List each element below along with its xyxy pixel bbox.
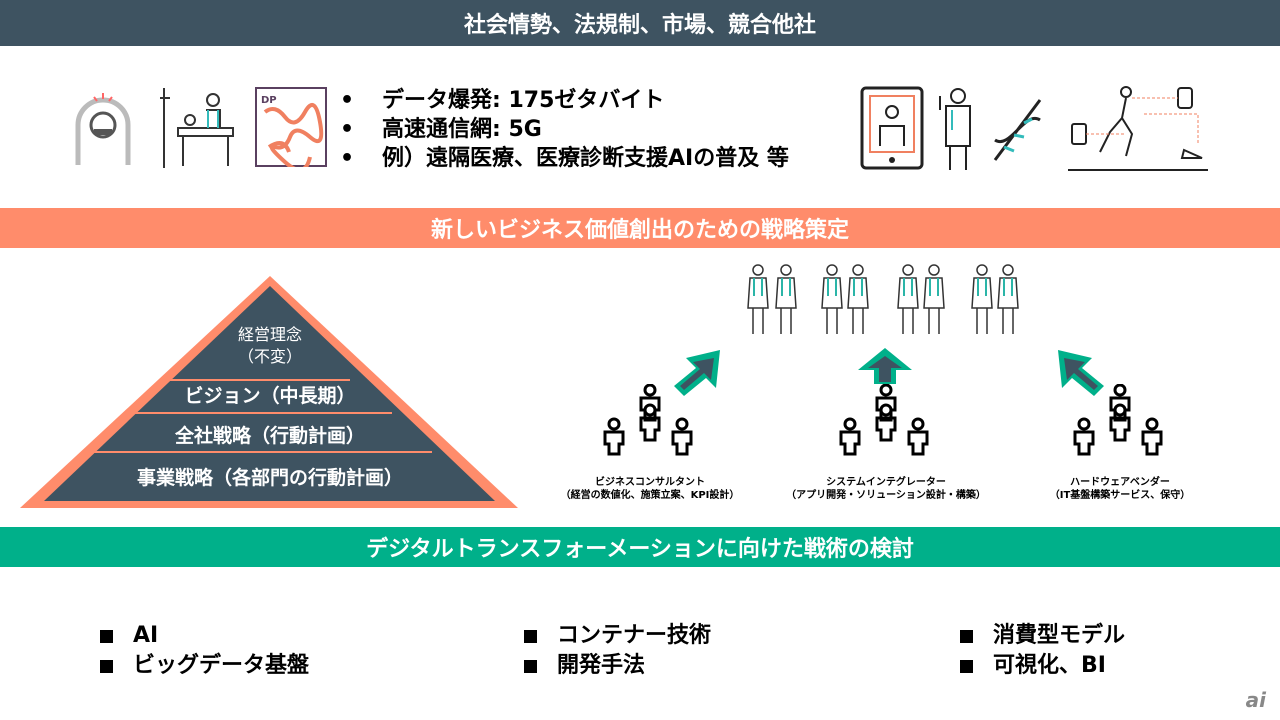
- strategy-pyramid: [20, 276, 518, 508]
- arrow-up-left-icon: [1058, 350, 1104, 396]
- tactic-item: 開発手法: [524, 651, 711, 681]
- strategy-title: 新しいビジネス価値創出のための戦略策定: [430, 218, 849, 243]
- integrator-group-icon: [839, 384, 929, 456]
- dna-icon: [993, 99, 1042, 161]
- pyramid-philosophy: 経営理念（不変）: [237, 325, 302, 366]
- group-consultant: ビジネスコンサルタント（経営の数値化、施策立案、KPI設計）: [560, 477, 740, 501]
- arrow-up-right-icon: [674, 350, 720, 396]
- trend-item: •データ爆発: 175ゼタバイト: [340, 88, 665, 113]
- tablet-doctor-icon: [860, 86, 924, 170]
- tactics-band: デジタルトランスフォーメーションに向けた戦術の検討: [0, 527, 1280, 567]
- tactics-title: デジタルトランスフォーメーションに向けた戦術の検討: [366, 537, 914, 562]
- trend-list: •データ爆発: 175ゼタバイト •高速通信網: 5G •例）遠隔医療、医療診断…: [340, 86, 789, 173]
- tactics-list-1: AI ビッグデータ基盤: [100, 621, 309, 681]
- svg-text:DP: DP: [261, 95, 277, 106]
- tactics-list-3: 消費型モデル 可視化、BI: [960, 621, 1125, 681]
- dp-pattern-icon: DP: [255, 87, 327, 167]
- hardware-vendor-group-icon: [1073, 384, 1163, 456]
- strategy-band: 新しいビジネス価値創出のための戦略策定: [0, 208, 1280, 248]
- group-integrator: システムインテグレーター（アプリ開発・ソリューション設計・構築）: [786, 477, 986, 501]
- context-title: 社会情勢、法規制、市場、競合他社: [463, 13, 816, 38]
- patient-bed-icon: [160, 88, 234, 168]
- doctor-phone-icon: [939, 88, 971, 170]
- arrow-up-icon: [858, 348, 912, 384]
- square-bullet-icon: [100, 629, 113, 643]
- site-logo: ai: [1245, 688, 1266, 712]
- pyramid-corporate-strategy: 全社戦略（行動計画）: [174, 425, 365, 447]
- square-bullet-icon: [960, 629, 973, 643]
- pyramid-vision: ビジョン（中長期）: [184, 385, 356, 407]
- medical-staff-icons: [747, 264, 1019, 335]
- trend-item: •高速通信網: 5G: [340, 117, 542, 142]
- tactic-item: コンテナー技術: [524, 621, 711, 651]
- tactic-item: 可視化、BI: [960, 651, 1125, 681]
- square-bullet-icon: [524, 659, 537, 673]
- fitness-tracking-icon: [1068, 86, 1208, 171]
- mri-scanner-icon: [75, 93, 131, 165]
- tactic-item: ビッグデータ基盤: [100, 651, 309, 681]
- square-bullet-icon: [960, 659, 973, 673]
- square-bullet-icon: [100, 659, 113, 673]
- square-bullet-icon: [524, 629, 537, 643]
- tactics-list-2: コンテナー技術 開発手法: [524, 621, 711, 681]
- tactic-item: AI: [100, 621, 309, 651]
- trend-item: •例）遠隔医療、医療診断支援AIの普及 等: [340, 146, 789, 171]
- pyramid-business-strategy: 事業戦略（各部門の行動計画）: [136, 467, 403, 489]
- tactic-item: 消費型モデル: [960, 621, 1125, 651]
- consultant-group-icon: [603, 384, 693, 456]
- context-band: 社会情勢、法規制、市場、競合他社: [0, 0, 1280, 46]
- group-hardware-vendor: ハードウェアベンダー（IT基盤構築サービス、保守）: [1049, 477, 1191, 501]
